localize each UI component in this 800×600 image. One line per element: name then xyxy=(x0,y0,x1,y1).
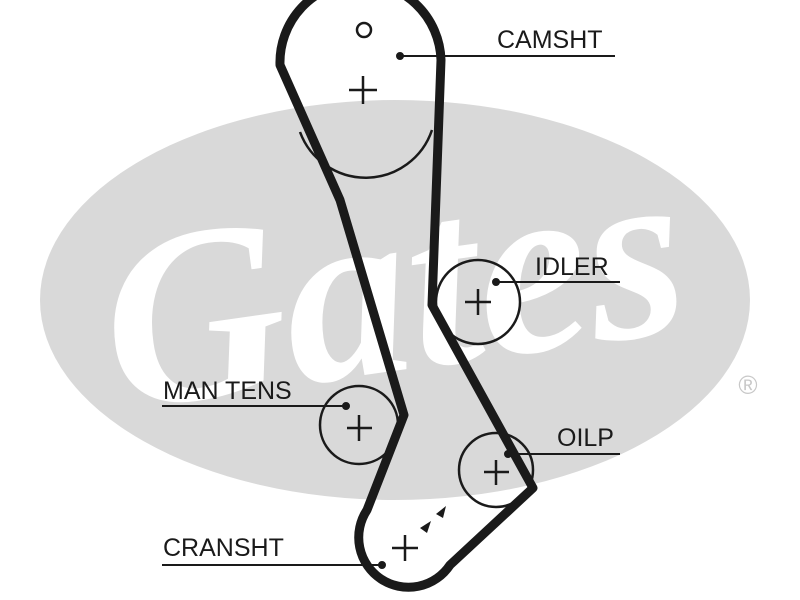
camshaft-label: CAMSHT xyxy=(497,26,603,54)
camshaft-pulley xyxy=(298,21,434,179)
idler-label: IDLER xyxy=(535,253,609,281)
crankshaft-pulley xyxy=(392,506,446,561)
manual-tensioner-outline xyxy=(318,384,400,466)
leader-lines xyxy=(162,52,620,569)
oil-pump-label: OILP xyxy=(557,424,614,452)
camshaft-pulley-outline xyxy=(298,129,434,179)
crankshaft-leader-dot xyxy=(378,561,386,569)
timing-belt xyxy=(275,0,538,592)
oil-pump-pulley xyxy=(457,431,535,509)
idler-pulley xyxy=(434,258,522,346)
manual-tensioner-leader-dot xyxy=(342,402,350,410)
camshaft-leader-dot xyxy=(396,52,404,60)
oil-pump-center-icon xyxy=(484,460,509,485)
logo-ellipse xyxy=(40,100,750,500)
idler-pulley-outline xyxy=(434,258,522,346)
manual-tensioner-label: MAN TENS xyxy=(163,377,292,405)
crankshaft-label: CRANSHT xyxy=(163,534,284,562)
timing-mark-icon xyxy=(355,21,373,39)
camshaft-center-icon xyxy=(349,76,377,104)
registered-mark: ® xyxy=(738,370,757,400)
manual-tensioner-center-icon xyxy=(347,415,372,441)
manual-tensioner-pulley xyxy=(318,384,400,466)
crankshaft-center-icon xyxy=(392,535,418,561)
idler-leader-dot xyxy=(492,278,500,286)
rotation-arrow-icon xyxy=(420,506,446,533)
idler-center-icon xyxy=(465,289,491,315)
oil-pump-outline xyxy=(457,431,535,509)
oil-pump-leader-dot xyxy=(504,450,512,458)
